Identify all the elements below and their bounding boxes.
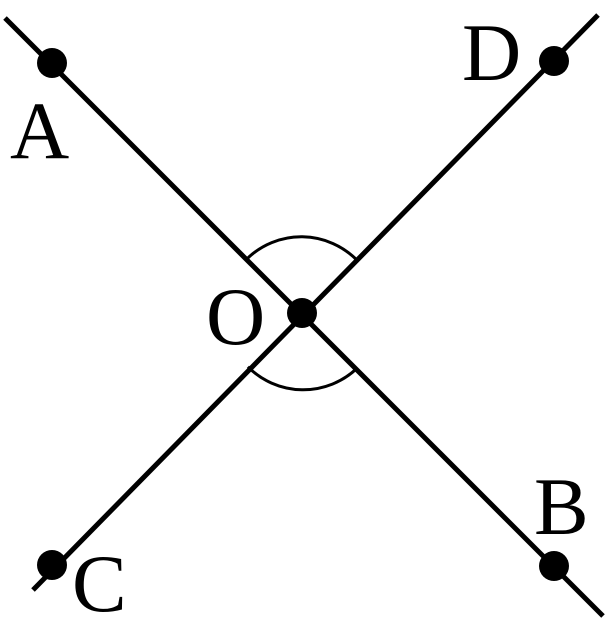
label-d: D [462,7,521,98]
point-o [287,298,317,328]
angle-arc-bottom [246,365,358,392]
point-a [37,48,67,78]
point-d [539,46,569,76]
label-b: B [534,461,589,552]
label-a: A [10,85,69,176]
label-c: C [72,538,127,629]
label-o: O [206,271,265,362]
line-cd [31,13,600,592]
point-b [539,551,569,581]
angle-arc-top [246,235,358,262]
point-c [37,550,67,580]
